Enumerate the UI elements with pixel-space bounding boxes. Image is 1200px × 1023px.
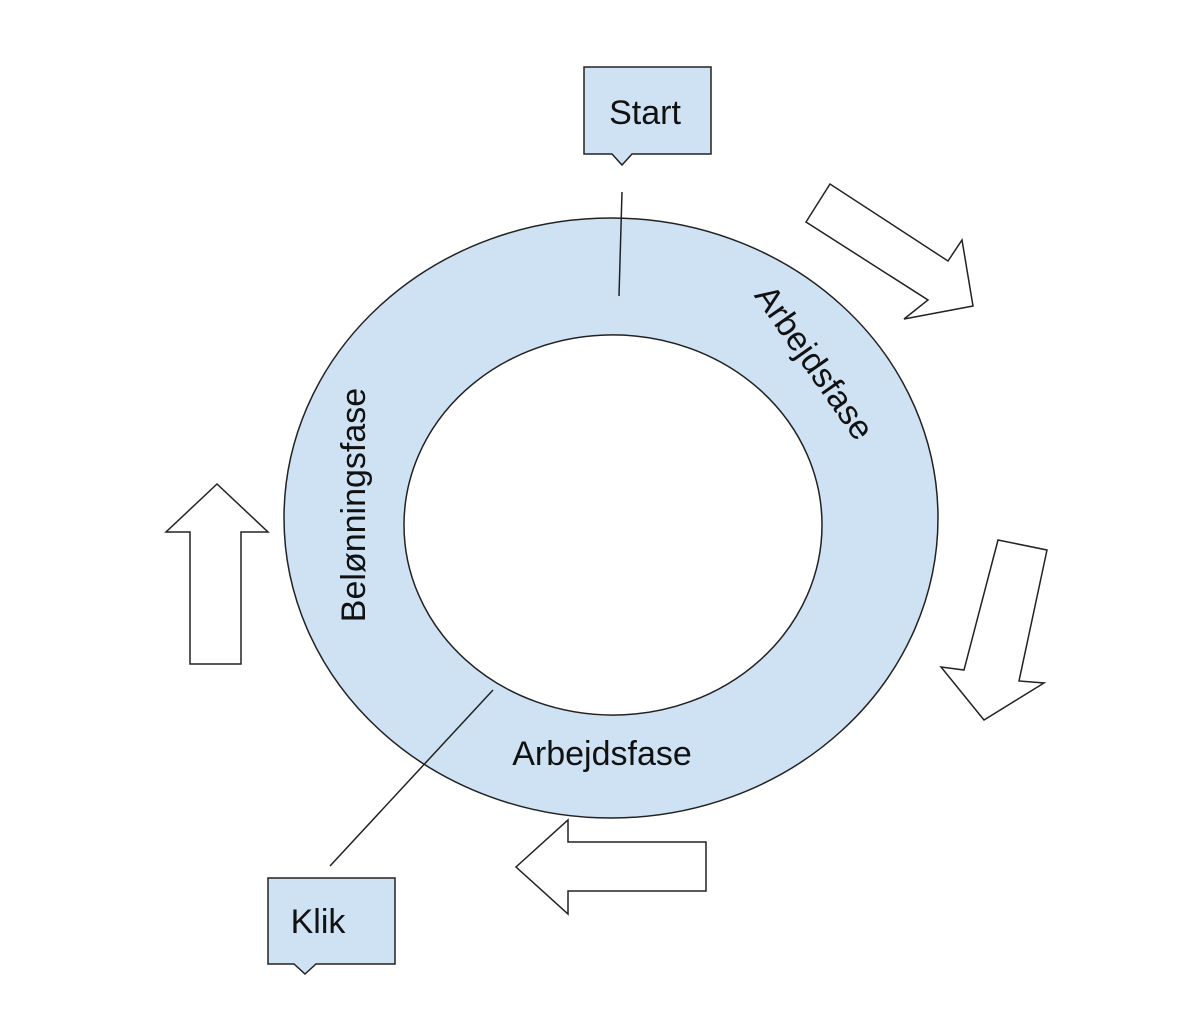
click-callout-box (267, 877, 396, 976)
phase-label-work-bottom: Arbejdsfase (512, 735, 692, 773)
start-leader-line (618, 191, 623, 297)
click-callout: Klik (267, 877, 396, 976)
click-leader-line (329, 689, 494, 867)
click-callout-label: Klik (291, 903, 347, 941)
phase-ring (283, 217, 939, 819)
arrow-right-down-icon (804, 182, 974, 320)
start-callout-label: Start (609, 94, 681, 132)
arrow-down-icon (939, 539, 1048, 721)
phase-label-reward-left: Belønningsfase (335, 388, 373, 622)
start-callout-box (583, 66, 712, 167)
arrow-up-icon (164, 482, 270, 665)
arrow-left-icon (514, 818, 707, 916)
start-callout: Start (583, 66, 712, 167)
